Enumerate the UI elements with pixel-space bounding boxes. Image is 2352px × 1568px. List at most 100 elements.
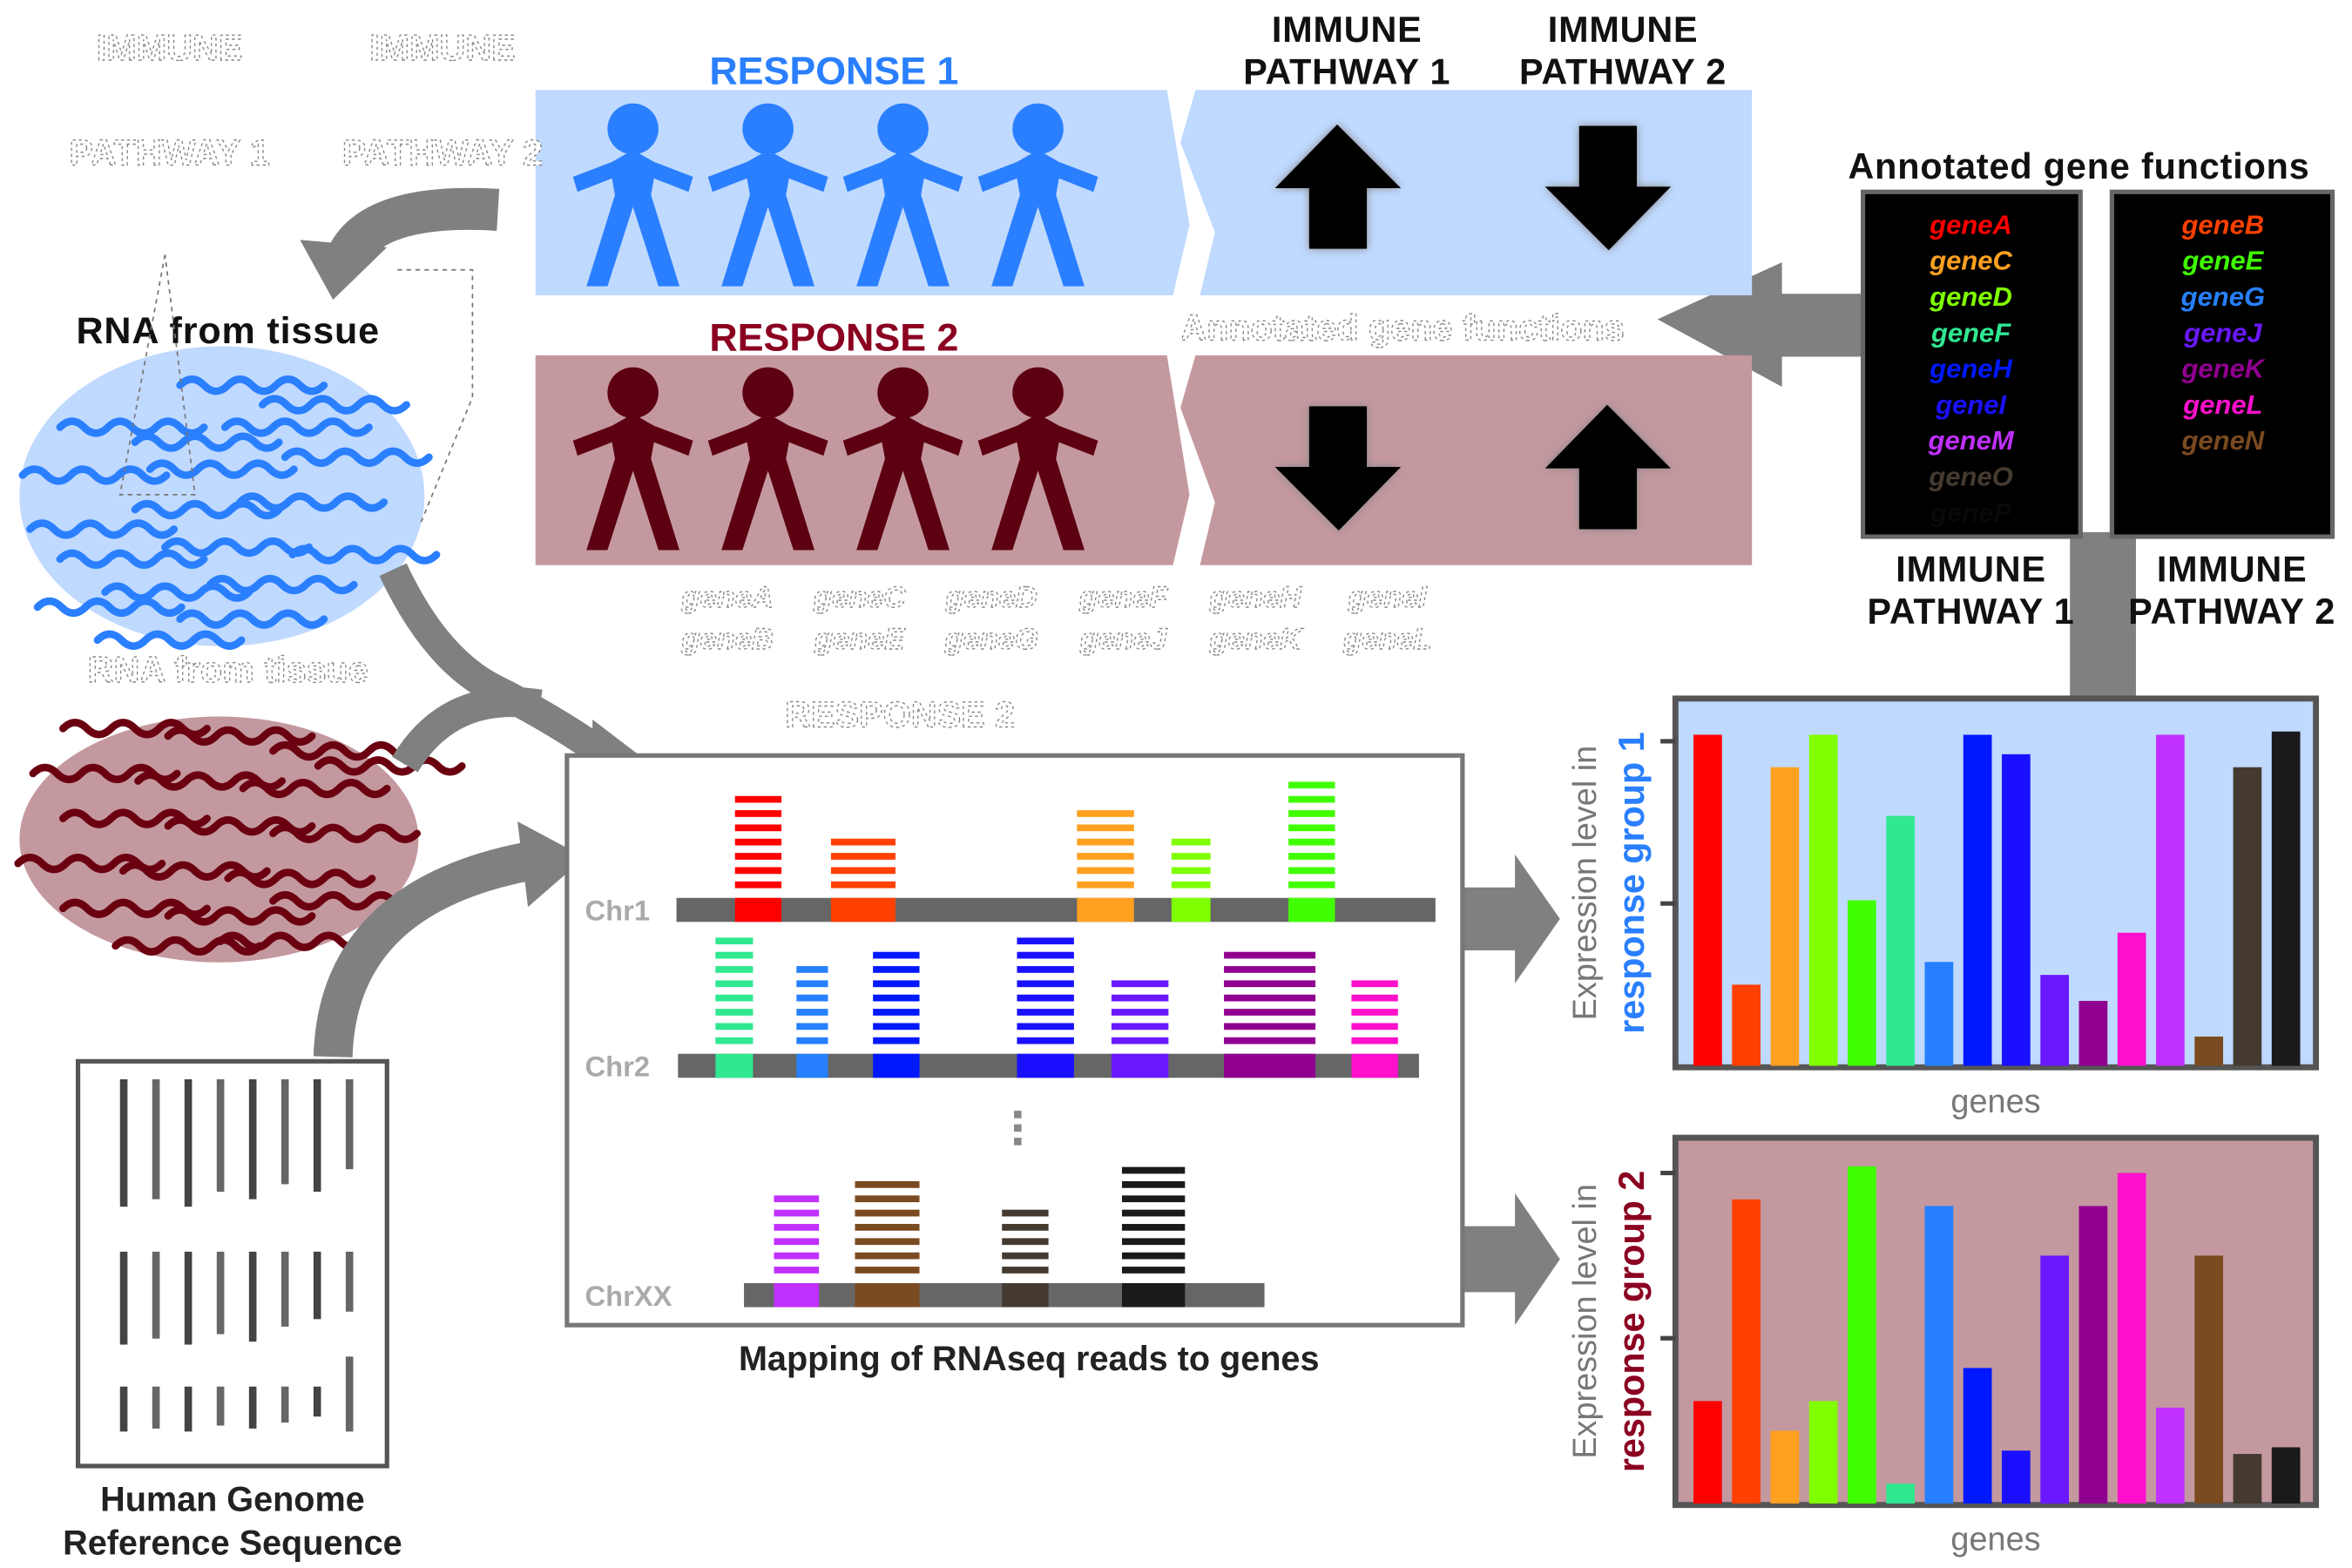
sequencing-read [1288, 881, 1335, 889]
rna-strand [216, 931, 368, 951]
sequencing-read [1077, 853, 1134, 860]
gene-label: geneL [2182, 389, 2262, 420]
sequencing-read [1002, 1224, 1049, 1231]
bar-geneH [1963, 1368, 1992, 1504]
sequencing-read [774, 1238, 820, 1246]
sequencing-read [774, 1267, 820, 1274]
sequencing-read [715, 966, 754, 973]
mapping-caption: Mapping of RNAseq reads to genes [739, 1340, 1320, 1378]
chromosome-sequence-bar [184, 1078, 193, 1207]
sequencing-read [1121, 1209, 1186, 1217]
arrow-to-chart2-icon [1463, 1226, 1518, 1293]
chromosome-label: ChrXX [585, 1280, 672, 1312]
sequencing-read [715, 937, 754, 945]
sequencing-read [855, 1195, 920, 1203]
gene-region [1017, 1053, 1074, 1078]
rna-strand [164, 906, 316, 926]
sequencing-read [873, 994, 920, 1002]
bar-geneC [1770, 1430, 1800, 1504]
pathway-2-header-line2: PATHWAY 2 [1519, 51, 1727, 91]
chromosome-sequence-bar [119, 1251, 128, 1345]
sequencing-read [715, 1037, 754, 1044]
rna-strand [288, 544, 441, 564]
pathway-1-gene-box [1861, 189, 2083, 539]
ghost-rna-label: RNA from tissue [88, 650, 368, 690]
rna-group2-waves [14, 719, 466, 956]
ghost-gene-label: geneI [1348, 581, 1428, 614]
gene-region [1121, 1283, 1186, 1308]
gene-label: geneD [1929, 281, 2012, 312]
bar-geneB [1732, 984, 1761, 1066]
chromosome-sequence-bar [345, 1251, 354, 1312]
sequencing-read [1288, 838, 1335, 846]
rna-strand [93, 630, 246, 650]
sequencing-read [1121, 1195, 1186, 1203]
sequencing-read [830, 881, 896, 889]
sequencing-read [796, 966, 828, 973]
gene-region [830, 897, 896, 923]
gene-label: geneO [1928, 462, 2012, 492]
sequencing-read [1111, 1009, 1169, 1016]
rna-strand [18, 465, 171, 485]
sequencing-read [1017, 937, 1074, 945]
gene-region [1002, 1283, 1049, 1308]
sequencing-read [855, 1238, 920, 1246]
sequencing-read [774, 1252, 820, 1260]
bar-geneJ [2040, 1255, 2070, 1504]
bar-geneM [2156, 1407, 2185, 1504]
sequencing-read [734, 810, 782, 817]
ghost-gene-label: geneD [945, 581, 1037, 614]
sequencing-read [1017, 1009, 1074, 1016]
gene-label: geneM [1928, 425, 2015, 456]
y-axis-label-line1: Expression level in [1567, 1184, 1604, 1459]
sequencing-read [1002, 1209, 1049, 1217]
genome-sequence-bars [119, 1078, 354, 1432]
sequencing-read [715, 994, 754, 1002]
sequencing-read [1121, 1166, 1186, 1174]
gene-region [873, 1053, 920, 1078]
sequencing-read [1111, 1037, 1169, 1044]
gene-region [1351, 1053, 1398, 1078]
sequencing-read [1121, 1252, 1186, 1260]
more-chromosomes-ellipsis [1014, 1111, 1022, 1146]
sequencing-read [1002, 1238, 1049, 1246]
sequencing-read [796, 1023, 828, 1031]
sequencing-read [1077, 881, 1134, 889]
box-1-label-line2: PATHWAY 1 [1868, 591, 2075, 632]
sequencing-read [873, 1023, 920, 1031]
rna-strand [56, 549, 208, 570]
chromosome-sequence-bar [313, 1078, 321, 1193]
sequencing-read [1017, 994, 1074, 1002]
bar-geneF [1886, 815, 1916, 1066]
genome-box [75, 1058, 389, 1469]
ghost-gene-label: geneG [944, 623, 1038, 656]
chromosome-sequence-bar [119, 1386, 128, 1432]
sequencing-read [1224, 994, 1316, 1002]
sequencing-read [734, 867, 782, 875]
rna-strand [161, 537, 314, 558]
chromosome-sequence-bar [280, 1078, 289, 1185]
bar-geneA [1693, 1401, 1722, 1504]
chromosome-sequence-bar [248, 1386, 257, 1429]
chromosome-sequence-bar [248, 1078, 257, 1200]
pathway-1-header-line1: IMMUNE [1272, 10, 1423, 50]
sequencing-read [715, 951, 754, 959]
gene-region [1111, 1053, 1169, 1078]
ghost-gene-label: geneB [681, 623, 774, 656]
bar-geneP [2271, 731, 2301, 1066]
gene-region [796, 1053, 828, 1078]
bar-geneE [1848, 1166, 1876, 1504]
bar-geneG [1924, 962, 1954, 1066]
sequencing-read [734, 853, 782, 860]
rna-strand [33, 597, 186, 618]
sequencing-read [830, 853, 896, 860]
sequencing-read [734, 795, 782, 803]
ghost-annotated-title: Annotated gene functions [1180, 308, 1624, 348]
bar-geneD [1808, 734, 1838, 1066]
sequencing-read [1077, 838, 1134, 846]
sequencing-read [1077, 824, 1134, 832]
ghost-response-label: RESPONSE 2 [785, 695, 1015, 735]
gene-label: geneK [2181, 354, 2267, 384]
rna-strand [314, 756, 466, 776]
